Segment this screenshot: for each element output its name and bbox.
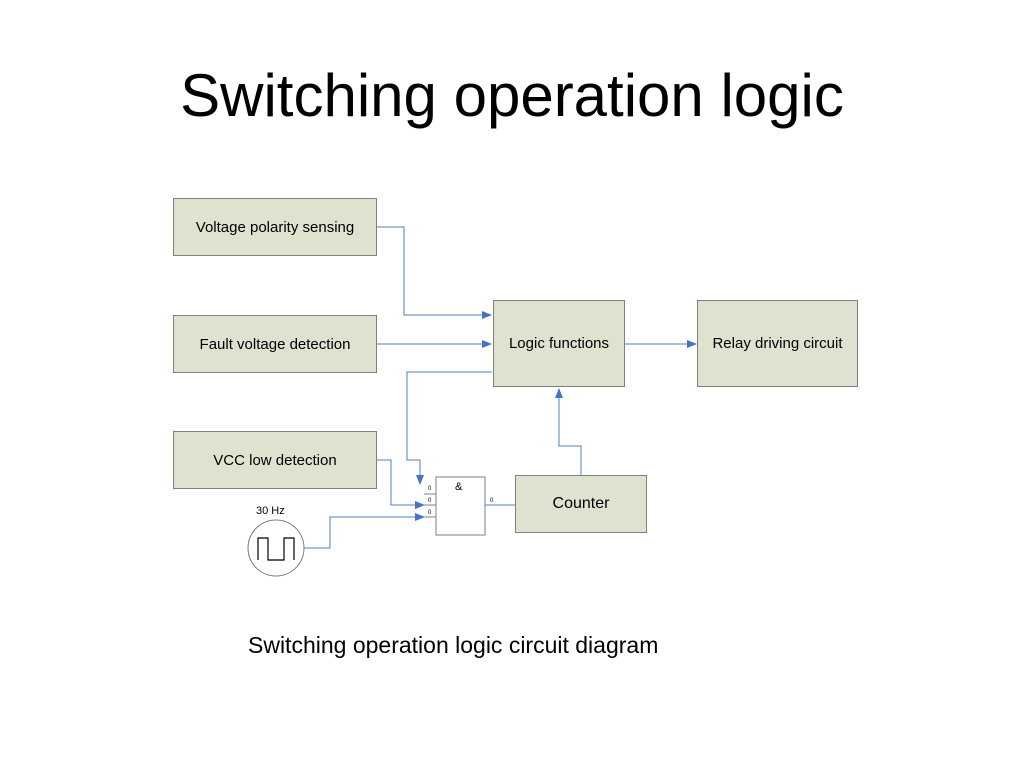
wire-clock-to-gate (304, 513, 425, 549)
page-title: Switching operation logic (180, 62, 844, 129)
wire-logic-to-gate (406, 371, 492, 485)
and-gate-symbol: & (455, 481, 463, 493)
and-gate-input-2-value: 0 (428, 498, 432, 504)
counter-block: Counter (515, 475, 647, 533)
wire-polarity-to-logic (377, 226, 492, 319)
fault-voltage-detection-block: Fault voltage detection (173, 315, 377, 373)
and-gate-input-3-value: 0 (428, 510, 432, 516)
voltage-polarity-sensing-block: Voltage polarity sensing (173, 198, 377, 256)
and-gate-input-1-value: 0 (428, 486, 432, 492)
vcc-low-detection-block: VCC low detection (173, 431, 377, 489)
and-gate-output-value: 0 (490, 498, 494, 504)
square-wave-generator-icon (247, 519, 305, 577)
diagram-caption: Switching operation logic circuit diagra… (248, 632, 659, 658)
wire-counter-to-logic (555, 388, 582, 475)
logic-functions-block: Logic functions (493, 300, 625, 387)
wire-vcc-to-gate (377, 459, 425, 509)
and-gate (435, 476, 486, 536)
relay-driving-circuit-block: Relay driving circuit (697, 300, 858, 387)
clock-frequency-label: 30 Hz (256, 505, 285, 517)
